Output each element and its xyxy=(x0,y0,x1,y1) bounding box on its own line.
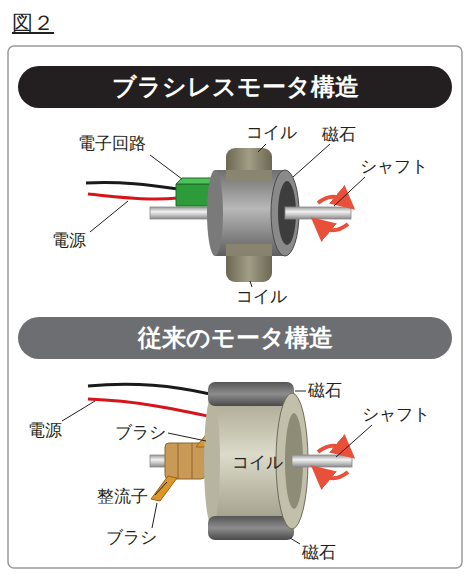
part-label: ブラシ xyxy=(106,527,157,547)
band-title: ブラシレスモータ構造 xyxy=(112,72,359,102)
part-label: シャフト xyxy=(360,156,428,176)
part-label: シャフト xyxy=(362,404,430,424)
part-label: コイル xyxy=(246,122,297,142)
part-label: 磁石 xyxy=(322,124,356,144)
part-label: 電源 xyxy=(52,230,86,250)
part-label: 磁石 xyxy=(308,380,342,400)
section-band: 従来のモータ構造 xyxy=(18,317,452,359)
part-label: 電子回路 xyxy=(78,133,146,153)
part-label: 磁石 xyxy=(302,542,336,562)
band-title: 従来のモータ構造 xyxy=(138,323,333,353)
figure-title: 図２ xyxy=(12,10,54,36)
part-label: ブラシ xyxy=(115,422,166,442)
part-label: コイル xyxy=(236,286,287,306)
part-label: 整流子 xyxy=(97,486,148,506)
part-label: 電源 xyxy=(28,420,62,440)
section-band: ブラシレスモータ構造 xyxy=(18,66,452,108)
part-label: コイル xyxy=(232,452,283,472)
